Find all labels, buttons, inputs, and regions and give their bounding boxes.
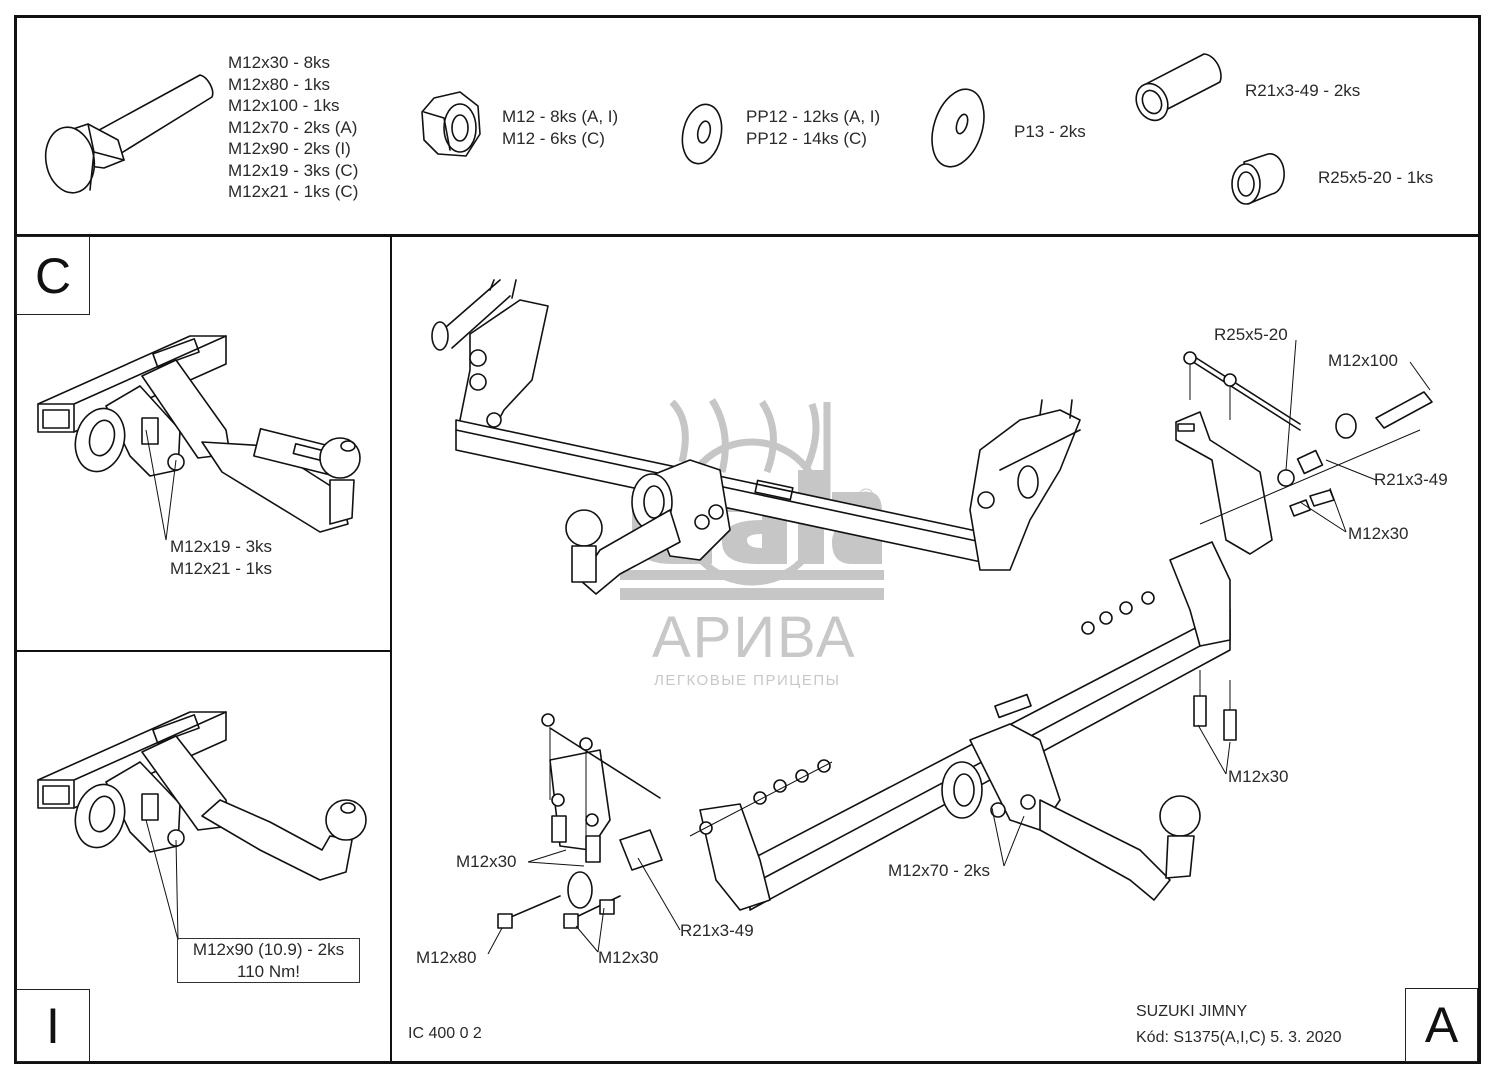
- callout-m12x80: M12x80: [416, 948, 477, 967]
- bolt-icon: [44, 74, 214, 194]
- bolt-item: M12x70 - 2ks (A): [228, 117, 358, 137]
- large-washer-icon: [931, 88, 985, 168]
- callout-r25x5-20: R25x5-20: [1214, 325, 1288, 344]
- washer-icon: [681, 103, 723, 165]
- drawing-number: IC 400 0 2: [408, 1025, 482, 1042]
- callout-m12x30-bottom: M12x30: [598, 948, 659, 967]
- towbar-assembled-drawing: [431, 279, 1081, 595]
- variant-c-callout: M12x19 - 3ks M12x21 - 1ks: [170, 536, 272, 579]
- callout-m12x30-lower-right: M12x30: [1228, 767, 1289, 786]
- variant-c-panel: [14, 234, 392, 652]
- bolt-item: M12x90 - 2ks (I): [228, 139, 351, 158]
- bolt-item: M12x21 - 1ks (C): [228, 182, 359, 201]
- watermark-registered-mark: ®: [858, 484, 875, 509]
- variant-c-leader-lines: [145, 429, 177, 541]
- variant-i-panel: [14, 650, 392, 1064]
- callout-r21x3-49-right: R21x3-49: [1374, 470, 1448, 489]
- spacer-short-label: R25x5-20 - 1ks: [1318, 168, 1434, 187]
- watermark-brand-text: АРИВА: [652, 605, 857, 670]
- washers-list: PP12 - 12ks (A, I) PP12 - 14ks (C): [746, 106, 880, 149]
- nut-icon: [421, 91, 481, 157]
- spacer-short-icon: [1231, 153, 1285, 205]
- callout-line: M12x90 (10.9) - 2ks: [192, 940, 345, 959]
- spacer-long-label: R21x3-49 - 2ks: [1245, 81, 1361, 100]
- variant-i-callout: M12x90 (10.9) - 2ks 110 Nm!: [178, 939, 359, 982]
- variant-c-letter: C: [16, 236, 90, 315]
- spacer-long-icon: [1135, 53, 1222, 122]
- nuts-list: M12 - 8ks (A, I) M12 - 6ks (C): [502, 106, 618, 149]
- bolt-item: M12x80 - 1ks: [228, 74, 331, 94]
- callout-line: M12x19 - 3ks: [170, 537, 273, 556]
- variant-i-letter: I: [16, 989, 90, 1062]
- callout-m12x100: M12x100: [1328, 351, 1398, 370]
- callout-m12x30-right: M12x30: [1348, 524, 1409, 543]
- bolt-item: M12x19 - 3ks (C): [228, 160, 359, 180]
- bolts-list: M12x30 - 8ks M12x80 - 1ks M12x100 - 1ks …: [228, 52, 358, 203]
- bolt-item: M12x30 - 8ks: [228, 53, 331, 72]
- nut-item: M12 - 6ks (C): [502, 128, 605, 148]
- washer-item: PP12 - 12ks (A, I): [746, 107, 881, 126]
- variant-a-letter: A: [1405, 988, 1478, 1062]
- washer-item: PP12 - 14ks (C): [746, 128, 867, 148]
- vehicle-name: SUZUKI JIMNY: [1136, 1003, 1248, 1020]
- callout-m12x30-left: M12x30: [456, 852, 517, 871]
- nut-item: M12 - 8ks (A, I): [502, 107, 619, 126]
- callout-line: 110 Nm!: [237, 961, 300, 981]
- callout-m12x70: M12x70 - 2ks: [888, 861, 991, 880]
- large-washer-label: P13 - 2ks: [1014, 122, 1086, 141]
- towbar-c-drawing: [37, 335, 361, 533]
- variant-a-panel: [390, 234, 1481, 1064]
- towbar-i-drawing: [37, 711, 367, 881]
- variant-i-leader-lines: [145, 819, 179, 941]
- watermark-tagline: ЛЕГКОВЫЕ ПРИЦЕПЫ: [654, 672, 841, 689]
- variant-i-callout-box: [177, 938, 360, 983]
- callout-r21x3-49-left: R21x3-49: [680, 921, 754, 940]
- product-code: Kód: S1375(A,I,C) 5. 3. 2020: [1136, 1029, 1342, 1046]
- bolt-item: M12x100 - 1ks: [228, 96, 340, 115]
- callout-line: M12x21 - 1ks: [170, 558, 273, 578]
